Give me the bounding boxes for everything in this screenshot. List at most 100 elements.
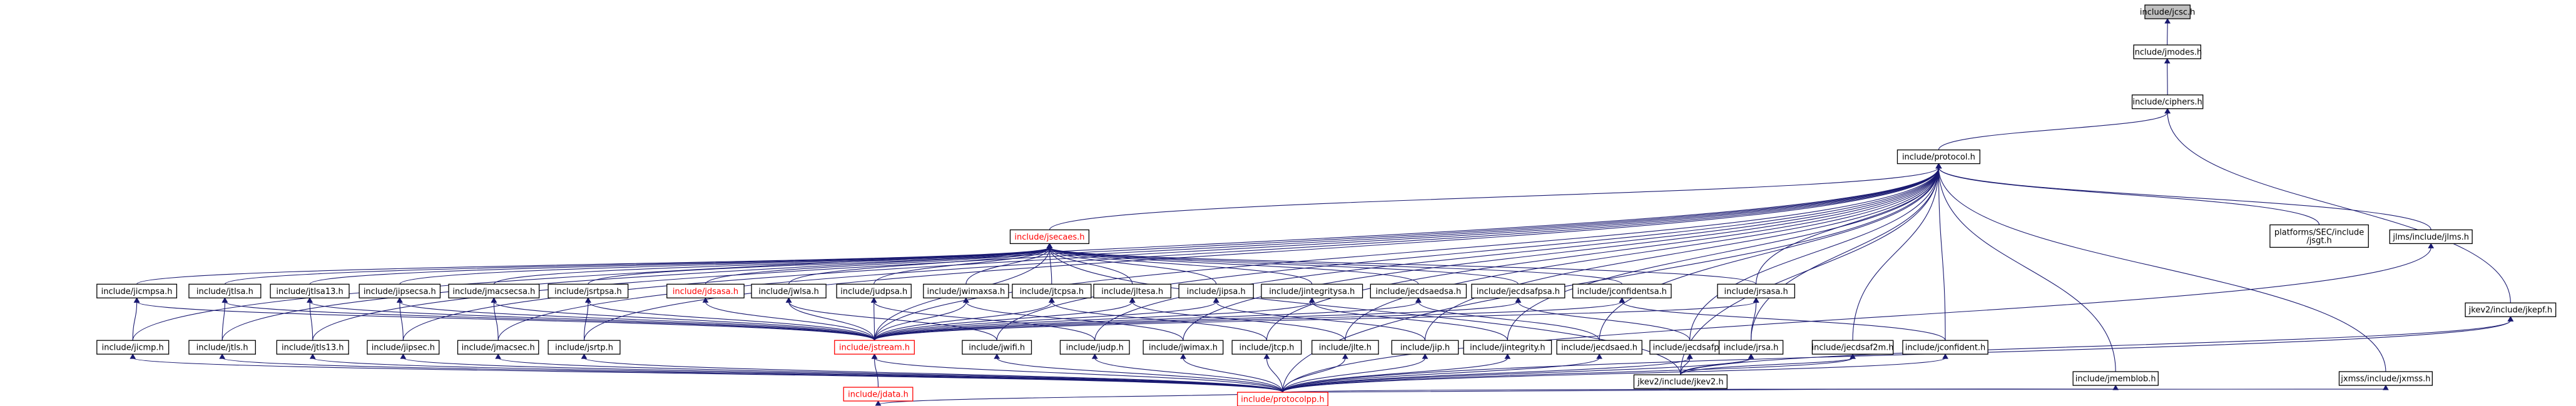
node-jsrtpsa[interactable]: include/jsrtpsa.h [547, 283, 629, 298]
node-jltesa[interactable]: include/jltesa.h [1093, 283, 1172, 298]
edge-protocol-jmacsec [497, 167, 1939, 341]
node-box [96, 283, 178, 298]
node-jxmss[interactable]: jxmss/include/jxmss.h [2338, 371, 2433, 386]
node-jicmp[interactable]: include/jicmp.h [96, 340, 170, 355]
edge-jecdsafp-jkev2 [1680, 358, 1691, 375]
node-label: include/jwifi.h [969, 343, 1025, 353]
node-jip[interactable]: include/jip.h [1391, 340, 1459, 355]
edge-arrow-jecdsaedsa-jstream [1415, 297, 1422, 303]
node-label: include/jmacsecsa.h [452, 287, 535, 297]
node-sec_jsgt[interactable]: platforms/SEC/include/jsgt.h [2269, 224, 2369, 248]
edge-jsecaes-jwimaxsa [965, 247, 1050, 285]
edge-protocol-sec_jsgt [1938, 167, 2320, 225]
node-box [1261, 283, 1363, 298]
edge-jrsasa-jrsa [1750, 302, 1757, 341]
node-jcsc[interactable]: include/jcsc.h [2140, 4, 2196, 19]
node-jsrtp[interactable]: include/jsrtp.h [547, 340, 621, 355]
node-jwifi[interactable]: include/jwifi.h [962, 340, 1032, 355]
node-label: include/jstream.h [839, 343, 910, 353]
edge-arrow-jmacsecsa-jstream [491, 297, 497, 303]
edge-jipsa-jstream [874, 301, 1217, 341]
node-ciphers[interactable]: include/ciphers.h [2131, 94, 2204, 109]
node-jecdsafpsa[interactable]: include/jecdsafpsa.h [1471, 283, 1565, 298]
node-jdsasa[interactable]: include/jdsasa.h [666, 283, 745, 298]
edge-jlms_h-protocolpp [1282, 247, 2431, 393]
node-box [1633, 374, 1728, 389]
node-jtls13[interactable]: include/jtls13.h [276, 340, 349, 355]
node-jlms_h[interactable]: jlms/include/jlms.h [2389, 229, 2473, 245]
edge-judpsa-jstream [873, 302, 875, 341]
edge-protocol-jecdsafp [1689, 167, 1939, 341]
node-box [1391, 340, 1459, 355]
node-jwimax[interactable]: include/jwimax.h [1143, 340, 1224, 355]
node-jsecaes[interactable]: include/jsecaes.h [1009, 229, 1090, 245]
node-label: include/jecdsafp.h [1652, 343, 1726, 353]
node-label: include/jdata.h [848, 390, 909, 400]
node-label: jlms/include/jlms.h [2392, 233, 2469, 242]
node-jmodes[interactable]: include/jmodes.h [2132, 44, 2202, 59]
node-jipsec[interactable]: include/jipsec.h [367, 340, 440, 355]
edge-jstream-protocolpp [874, 357, 1283, 393]
node-jecdsaed[interactable]: include/jecdsaed.h [1556, 340, 1642, 355]
node-jconfidentsa[interactable]: include/jconfidentsa.h [1572, 283, 1672, 298]
node-jmemblob[interactable]: include/jmemblob.h [2072, 371, 2159, 386]
edge-arrow-jmemblob-protocolpp [2112, 385, 2119, 390]
node-jecdsaf2m[interactable]: include/jecdsaf2m.h [1811, 340, 1894, 355]
edge-arrow-jwimax-protocolpp [1180, 353, 1186, 359]
edge-protocol-jwifi [996, 167, 1939, 341]
node-box [2133, 44, 2201, 59]
node-box [448, 283, 540, 298]
node-box [2465, 302, 2557, 317]
edge-jwimaxsa-jwimax [965, 302, 1184, 341]
node-jmacsecsa[interactable]: include/jmacsecsa.h [448, 283, 540, 298]
node-box [2269, 224, 2369, 248]
node-box [276, 340, 349, 355]
node-jipsa[interactable]: include/jipsa.h [1178, 283, 1254, 298]
node-jrsa[interactable]: include/jrsa.h [1718, 340, 1784, 355]
edge-arrow-jtls-protocolpp [219, 353, 225, 359]
edge-jdsasa-jstream [705, 302, 875, 341]
node-label: include/jipsecsa.h [364, 287, 436, 297]
node-jipsecsa[interactable]: include/jipsecsa.h [359, 283, 441, 298]
node-box [1902, 340, 1988, 355]
edge-jsecaes-jkev2 [1049, 247, 1681, 375]
edge-arrow-jwifi-protocolpp [994, 353, 1000, 359]
node-jtls[interactable]: include/jtls.h [188, 340, 256, 355]
edge-arrow-jipsecsa-jstream [396, 297, 403, 303]
node-jwimaxsa[interactable]: include/jwimaxsa.h [923, 283, 1009, 298]
edge-jipsecsa-jipsec [399, 302, 404, 341]
node-jtcp[interactable]: include/jtcp.h [1231, 340, 1302, 355]
node-jtcpsa[interactable]: include/jtcpsa.h [1012, 283, 1092, 298]
node-jlte[interactable]: include/jlte.h [1311, 340, 1379, 355]
node-jintegritysa[interactable]: include/jintegritysa.h [1261, 283, 1363, 298]
node-judpsa[interactable]: include/judpsa.h [836, 283, 912, 298]
node-jdata[interactable]: include/jdata.h [843, 387, 914, 402]
edge-arrow-jstream-protocolpp [871, 353, 878, 359]
node-label: jkev2/include/jkepf.h [2468, 306, 2552, 315]
node-jstream[interactable]: include/jstream.h [834, 340, 915, 355]
edge-protocol-jecdsaed [1599, 167, 1939, 341]
node-jconfident[interactable]: include/jconfident.h [1902, 340, 1988, 355]
node-jkev2[interactable]: jkev2/include/jkev2.h [1633, 374, 1728, 389]
node-jecdsafp[interactable]: include/jecdsafp.h [1649, 340, 1731, 355]
node-jecdsaedsa[interactable]: include/jecdsaedsa.h [1370, 283, 1467, 298]
node-jrsasa[interactable]: include/jrsasa.h [1717, 283, 1795, 298]
node-jicmpsa[interactable]: include/jicmpsa.h [96, 283, 178, 298]
edge-arrow-jdsasa-jstream [702, 297, 709, 303]
node-jtlsa13[interactable]: include/jtlsa13.h [270, 283, 350, 298]
node-jtlsa[interactable]: include/jtlsa.h [188, 283, 262, 298]
node-judp[interactable]: include/judp.h [1059, 340, 1130, 355]
node-label: include/jipsec.h [372, 343, 435, 353]
edge-jecdsaedsa-jecdsaed [1418, 302, 1600, 341]
node-jkepf[interactable]: jkev2/include/jkepf.h [2465, 302, 2557, 317]
node-jintegrity[interactable]: include/jintegrity.h [1463, 340, 1552, 355]
edge-jsecaes-jsrtpsa [588, 246, 1050, 285]
edge-jltesa-jstream [874, 302, 1133, 341]
node-box [2389, 229, 2473, 245]
edge-ciphers-jkepf [2167, 112, 2511, 303]
node-jmacsec[interactable]: include/jmacsec.h [457, 340, 539, 355]
node-protocolpp[interactable]: include/protocolpp.h [1237, 392, 1328, 406]
node-jwlsa[interactable]: include/jwlsa.h [751, 283, 827, 298]
edge-jltesa-jlte [1132, 302, 1346, 341]
node-protocol[interactable]: include/protocol.h [1896, 149, 1980, 165]
